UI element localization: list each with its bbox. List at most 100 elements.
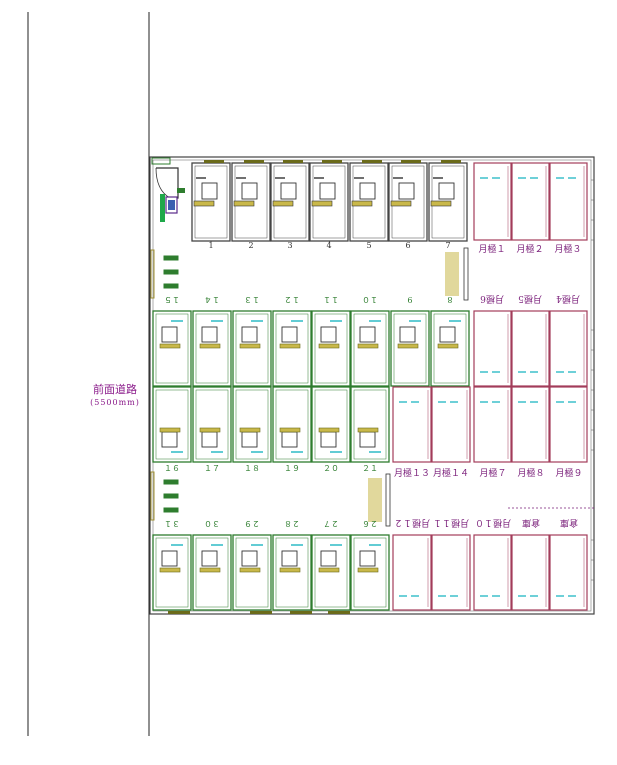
- unit-8: [430, 310, 470, 387]
- unit-２９: [232, 534, 272, 611]
- unit-number: ２７: [323, 519, 339, 528]
- unit-１８: [232, 386, 272, 463]
- unit-number: １４: [204, 295, 220, 304]
- unit-３１: [152, 534, 192, 611]
- unit-number: １６: [164, 464, 180, 473]
- unit-number: 8: [447, 295, 452, 304]
- door-marker: [328, 611, 350, 614]
- unit-number: １７: [204, 464, 220, 473]
- unit-２０: [311, 386, 351, 463]
- corridor-markers-upper: [150, 249, 179, 299]
- monthly-space: [392, 534, 432, 611]
- unit-number: 5: [366, 241, 371, 250]
- monthly-label: 月極6: [480, 293, 504, 305]
- unit-１６: [152, 386, 192, 463]
- building-outline: [149, 156, 595, 615]
- door-marker: [250, 611, 272, 614]
- unit-number: ２９: [244, 519, 260, 528]
- front-road-label: 前面道路 (5500mm): [70, 381, 160, 407]
- monthly-label: 月極4: [556, 293, 580, 305]
- monthly-label: 倉庫: [522, 517, 540, 529]
- unit-１９: [272, 386, 312, 463]
- unit-number: 6: [405, 241, 410, 250]
- monthly-space: [549, 162, 588, 241]
- unit-number: ３１: [164, 519, 180, 528]
- unit-１３: [232, 310, 272, 387]
- monthly-label: 月極３: [554, 243, 581, 255]
- monthly-space: [511, 534, 550, 611]
- unit-１４: [192, 310, 232, 387]
- monthly-label: 倉庫: [560, 517, 578, 529]
- unit-6: [388, 160, 428, 242]
- monthly-label: 月極８: [517, 467, 544, 479]
- monthly-spaces: [392, 162, 588, 611]
- entrance-area: [151, 157, 185, 222]
- unit-２６: [350, 534, 390, 611]
- door-marker: [168, 611, 190, 614]
- unit-7: [428, 160, 468, 242]
- unit-number: 4: [326, 241, 331, 250]
- right-wall-ticks: [591, 179, 594, 581]
- unit-number: ２６: [362, 519, 378, 528]
- sign-lower: [368, 473, 391, 527]
- monthly-space: [511, 162, 550, 241]
- front-road-title: 前面道路: [93, 383, 137, 396]
- unit-9: [390, 310, 430, 387]
- unit-number: １８: [244, 464, 260, 473]
- monthly-space: [549, 386, 588, 463]
- door-marker: [290, 611, 312, 614]
- storage-units: [152, 160, 470, 614]
- unit-number: 9: [407, 295, 412, 304]
- monthly-label: 月極１３: [394, 467, 430, 479]
- unit-4: [309, 160, 349, 242]
- monthly-space: [392, 386, 432, 463]
- monthly-label: 月極１４: [433, 467, 469, 479]
- unit-１１: [311, 310, 351, 387]
- unit-１２: [272, 310, 312, 387]
- sign-upper: [445, 247, 469, 301]
- monthly-space: [549, 534, 588, 611]
- unit-5: [349, 160, 389, 242]
- unit-２８: [272, 534, 312, 611]
- unit-１０: [350, 310, 390, 387]
- unit-number: １９: [284, 464, 300, 473]
- monthly-space: [473, 386, 512, 463]
- monthly-space: [511, 386, 550, 463]
- monthly-label: 月極７: [479, 467, 506, 479]
- unit-２７: [311, 534, 351, 611]
- monthly-label: 月極１: [478, 243, 505, 255]
- monthly-space: [431, 534, 471, 611]
- unit-number: １３: [244, 295, 260, 304]
- monthly-space: [511, 310, 550, 387]
- unit-number: 1: [208, 241, 213, 250]
- monthly-label: 月極１０: [475, 517, 511, 529]
- unit-number: 7: [445, 241, 450, 250]
- monthly-space: [549, 310, 588, 387]
- unit-number: ２１: [362, 464, 378, 473]
- unit-３０: [192, 534, 232, 611]
- monthly-space: [473, 162, 512, 241]
- monthly-space: [473, 310, 512, 387]
- unit-number: １１: [323, 295, 339, 304]
- unit-number: 3: [287, 241, 292, 250]
- unit-number: １０: [362, 295, 378, 304]
- unit-number: ３０: [204, 519, 220, 528]
- monthly-label: 月極１１: [433, 517, 469, 529]
- monthly-space: [431, 386, 471, 463]
- unit-２１: [350, 386, 390, 463]
- unit-3: [270, 160, 310, 242]
- monthly-label: 月極5: [518, 293, 542, 305]
- unit-number: ２０: [323, 464, 339, 473]
- corridor-markers-lower: [150, 471, 179, 521]
- unit-number: 2: [248, 241, 253, 250]
- unit-number: １５: [164, 295, 180, 304]
- unit-2: [231, 160, 271, 242]
- unit-１５: [152, 310, 192, 387]
- unit-number: １２: [284, 295, 300, 304]
- monthly-space: [473, 534, 512, 611]
- monthly-label: 月極１２: [394, 517, 430, 529]
- monthly-label: 月極９: [555, 467, 582, 479]
- unit-1: [191, 160, 231, 242]
- unit-１７: [192, 386, 232, 463]
